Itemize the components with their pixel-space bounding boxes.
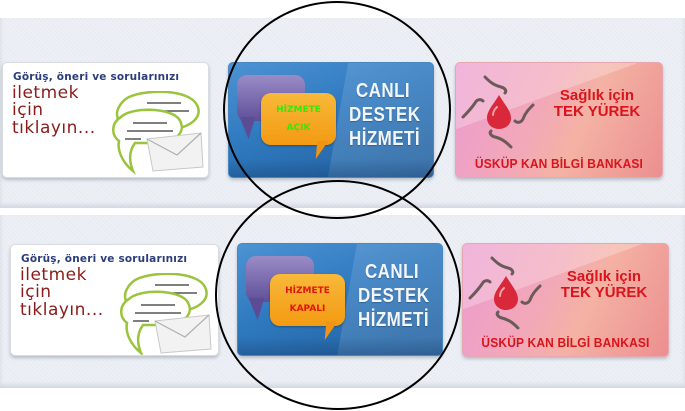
feedback-text-line: iletmek <box>12 83 79 103</box>
blood-bank-banner[interactable]: Sağlık için TEK YÜREK ÜSKÜP KAN BİLGİ BA… <box>462 243 669 357</box>
orange-chat-bubble-icon <box>261 93 336 145</box>
hands-blood-drop-icon <box>468 256 542 330</box>
feedback-heading: Görüş, öneri ve sorularınızı <box>21 253 188 265</box>
feedback-text-line: için <box>20 282 52 302</box>
title-line: DESTEK <box>358 285 430 307</box>
title-line: DESTEK <box>349 104 421 126</box>
chat-envelope-icon <box>112 91 204 175</box>
feedback-text-line: iletmek <box>20 265 87 285</box>
title-line: HİZMETİ <box>349 128 420 150</box>
blood-bank-banner[interactable]: Sağlık için TEK YÜREK ÜSKÜP KAN BİLGİ BA… <box>455 62 663 178</box>
service-status-value: KAPALI <box>289 304 326 314</box>
live-support-title: CANLI DESTEK HİZMETİ <box>349 79 421 151</box>
blood-bank-name: ÜSKÜP KAN BİLGİ BANKASI <box>481 335 650 350</box>
blood-bank-name: ÜSKÜP KAN BİLGİ BANKASI <box>474 156 644 171</box>
hands-blood-drop-icon <box>461 75 535 149</box>
title-line: CANLI <box>355 80 411 102</box>
banner-floor <box>229 159 433 177</box>
blood-bank-slogan: Sağlık için <box>559 87 635 104</box>
orange-chat-bubble-icon <box>270 274 345 326</box>
service-status-line: HİZMETE <box>285 286 330 296</box>
title-line: HİZMETİ <box>358 309 429 331</box>
chat-envelope-icon <box>120 273 212 355</box>
service-status-value: AÇIK <box>286 123 311 133</box>
banner-floor <box>238 337 442 355</box>
purple-bubble-tail <box>248 298 268 320</box>
purple-bubble-tail <box>239 117 259 139</box>
live-support-banner[interactable]: HİZMETE AÇIK CANLI DESTEK HİZMETİ <box>228 62 434 178</box>
feedback-text-line: tıklayın... <box>20 300 104 320</box>
feedback-banner[interactable]: Görüş, öneri ve sorularınızı iletmek içi… <box>10 244 219 356</box>
feedback-heading: Görüş, öneri ve sorularınızı <box>13 71 180 83</box>
service-status-line: HİZMETE <box>276 105 321 115</box>
blood-bank-slogan: Sağlık için <box>566 268 642 285</box>
live-support-title: CANLI DESTEK HİZMETİ <box>358 260 430 332</box>
feedback-text-line: tıklayın... <box>12 118 96 138</box>
title-line: CANLI <box>364 261 420 283</box>
feedback-text-line: için <box>12 100 44 120</box>
blood-bank-slogan: TEK YÜREK <box>560 284 648 301</box>
feedback-banner[interactable]: Görüş, öneri ve sorularınızı iletmek içi… <box>2 62 209 178</box>
live-support-banner[interactable]: HİZMETE KAPALI CANLI DESTEK HİZMETİ <box>237 243 443 356</box>
blood-bank-slogan: TEK YÜREK <box>553 103 641 120</box>
